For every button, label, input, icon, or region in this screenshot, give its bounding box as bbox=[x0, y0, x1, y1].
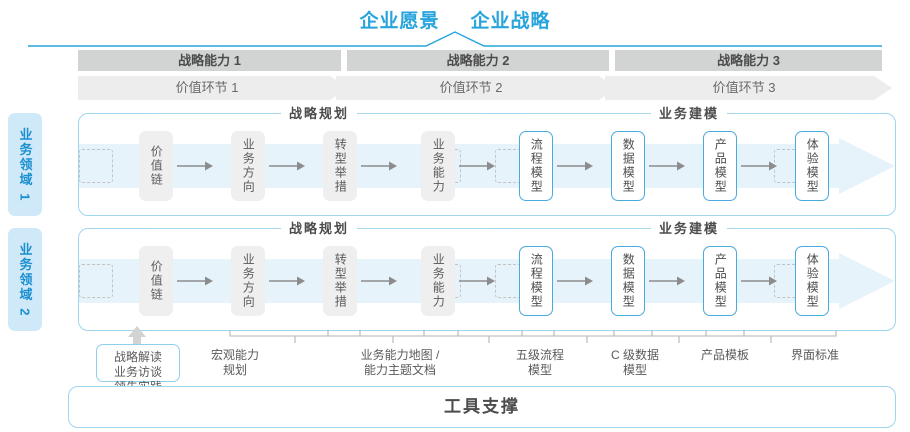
row-1-node-business-capability[interactable]: 业务能力 bbox=[421, 131, 455, 201]
row-2-node-value-chain-label: 价值链 bbox=[149, 260, 164, 302]
row-2-node-experience-model-label: 体验模型 bbox=[805, 253, 820, 309]
row-1-section-modeling: 业务建模 bbox=[519, 103, 859, 122]
row-2-section-modeling-line-right bbox=[729, 228, 859, 229]
row-1-node-experience-model[interactable]: 体验模型 bbox=[795, 131, 829, 201]
sidebar-item-domain-1-label: 业务领域 1 bbox=[17, 127, 33, 202]
title-spacer bbox=[444, 6, 466, 28]
row-2-node-business-capability-label: 业务能力 bbox=[431, 253, 446, 309]
row-1-section-modeling-label: 业务建模 bbox=[650, 103, 728, 122]
tool-brackets-icon bbox=[229, 330, 837, 343]
capability-band-2: 战略能力 2 bbox=[347, 50, 609, 71]
row-2-node-process-model-label: 流程模型 bbox=[529, 253, 544, 309]
row-2-node-product-model[interactable]: 产品模型 bbox=[703, 246, 737, 316]
row-2-section-strategy-label: 战略规划 bbox=[280, 218, 358, 237]
tool-label-process-model: 五级流程 模型 bbox=[515, 348, 564, 377]
value-chain-band-3: 价值环节 3 bbox=[608, 76, 880, 100]
value-chain-band-1-label: 价值环节 1 bbox=[175, 80, 239, 95]
row-2-node-business-capability[interactable]: 业务能力 bbox=[421, 246, 455, 316]
capability-band-3: 战略能力 3 bbox=[615, 50, 882, 71]
row-1-node-business-direction[interactable]: 业务方向 bbox=[231, 131, 265, 201]
tool-label-macro-capability: 宏观能力 规划 bbox=[210, 348, 259, 377]
row-2-node-data-model-label: 数据模型 bbox=[621, 253, 636, 309]
row-1-section-strategy-line-left bbox=[149, 113, 279, 114]
tool-label-product-template: 产品模板 bbox=[700, 348, 749, 362]
row-1-section-strategy-label: 战略规划 bbox=[280, 103, 358, 122]
row-2-section-strategy-line-right bbox=[359, 228, 489, 229]
footer-tool-support-label: 工具支撑 bbox=[444, 397, 520, 416]
row-2-node-business-direction-label: 业务方向 bbox=[241, 253, 256, 309]
row-2-section-strategy-line-left bbox=[149, 228, 279, 229]
row-2-node-transformation-label: 转型举措 bbox=[333, 253, 348, 309]
row-1-node-transformation[interactable]: 转型举措 bbox=[323, 131, 357, 201]
row-1-node-data-model-label: 数据模型 bbox=[621, 138, 636, 194]
row-2-node-business-direction[interactable]: 业务方向 bbox=[231, 246, 265, 316]
row-1-section-modeling-line-right bbox=[729, 113, 859, 114]
value-chain-chevrons-icon bbox=[78, 76, 892, 100]
tool-label-data-model: C 级数据 模型 bbox=[610, 348, 659, 377]
row-2-section-modeling: 业务建模 bbox=[519, 218, 859, 237]
capability-band-1: 战略能力 1 bbox=[78, 50, 341, 71]
tool-label-capability-map: 业务能力地图 / 能力主题文档 bbox=[360, 348, 440, 377]
anchor-up-arrow-icon bbox=[128, 326, 146, 348]
sidebar-item-domain-2[interactable]: 业务领域 2 bbox=[8, 228, 42, 331]
row-1-node-experience-model-label: 体验模型 bbox=[805, 138, 820, 194]
row-2-node-experience-model[interactable]: 体验模型 bbox=[795, 246, 829, 316]
row-2-placeholder-1 bbox=[79, 264, 113, 298]
row-1-connectors-icon bbox=[177, 161, 777, 171]
sidebar-item-domain-2-label: 业务领域 2 bbox=[17, 242, 33, 317]
row-1-section-strategy-line-right bbox=[359, 113, 489, 114]
title-enterprise-vision: 企业愿景 bbox=[359, 11, 440, 32]
value-chain-band-1: 价值环节 1 bbox=[78, 76, 336, 100]
row-1-placeholder-1 bbox=[79, 149, 113, 183]
value-chain-band-group: 价值环节 1 价值环节 2 价值环节 3 bbox=[78, 76, 894, 100]
row-1-node-business-direction-label: 业务方向 bbox=[241, 138, 256, 194]
capability-band-2-label: 战略能力 2 bbox=[446, 53, 510, 68]
row-1-node-product-model[interactable]: 产品模型 bbox=[703, 131, 737, 201]
tool-box-strategy-interpretation[interactable]: 战略解读 业务访谈 领先实践 bbox=[96, 344, 180, 394]
domain-row-2: 战略规划 业务建模 价值链 业务方向 bbox=[78, 218, 896, 331]
tool-label-ui-standard: 界面标准 bbox=[790, 348, 839, 362]
footer-tool-support: 工具支撑 bbox=[68, 386, 896, 428]
row-2-section-strategy: 战略规划 bbox=[149, 218, 489, 237]
row-1-node-business-capability-label: 业务能力 bbox=[431, 138, 446, 194]
row-2-node-value-chain[interactable]: 价值链 bbox=[139, 246, 173, 316]
domain-row-1: 战略规划 业务建模 价值链 bbox=[78, 103, 896, 216]
value-chain-band-3-label: 价值环节 3 bbox=[712, 80, 776, 95]
value-chain-band-2: 价值环节 2 bbox=[340, 76, 602, 100]
row-1-node-value-chain-label: 价值链 bbox=[149, 145, 164, 187]
row-1-section-modeling-line-left bbox=[519, 113, 649, 114]
row-2-section-modeling-line-left bbox=[519, 228, 649, 229]
row-2-node-process-model[interactable]: 流程模型 bbox=[519, 246, 553, 316]
capability-band-3-label: 战略能力 3 bbox=[717, 53, 780, 68]
row-1-node-product-model-label: 产品模型 bbox=[713, 138, 728, 194]
sidebar-item-domain-1[interactable]: 业务领域 1 bbox=[8, 113, 42, 216]
capability-band-1-label: 战略能力 1 bbox=[178, 53, 241, 68]
row-1-node-value-chain[interactable]: 价值链 bbox=[139, 131, 173, 201]
header-titles: 企业愿景 企业战略 bbox=[0, 6, 910, 33]
row-1-node-process-model-label: 流程模型 bbox=[529, 138, 544, 194]
header-rule-icon bbox=[28, 31, 882, 47]
row-2-connectors-icon bbox=[177, 276, 777, 286]
row-1-section-strategy: 战略规划 bbox=[149, 103, 489, 122]
row-2-node-data-model[interactable]: 数据模型 bbox=[611, 246, 645, 316]
value-chain-band-2-label: 价值环节 2 bbox=[439, 80, 503, 95]
row-2-node-transformation[interactable]: 转型举措 bbox=[323, 246, 357, 316]
row-1-node-data-model[interactable]: 数据模型 bbox=[611, 131, 645, 201]
row-2-node-product-model-label: 产品模型 bbox=[713, 253, 728, 309]
row-1-node-transformation-label: 转型举措 bbox=[333, 138, 348, 194]
row-2-section-modeling-label: 业务建模 bbox=[650, 218, 728, 237]
title-enterprise-strategy: 企业战略 bbox=[470, 11, 551, 32]
row-1-node-process-model[interactable]: 流程模型 bbox=[519, 131, 553, 201]
